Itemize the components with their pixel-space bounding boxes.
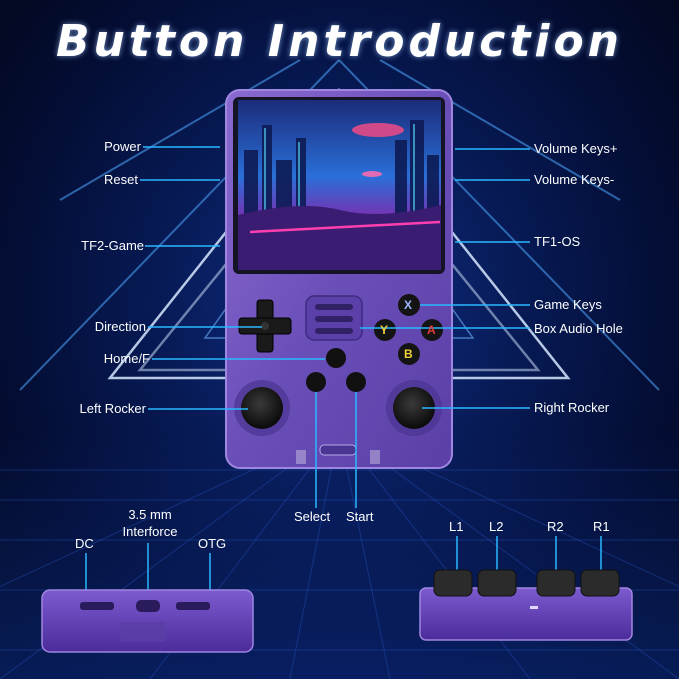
label-dc: DC (75, 536, 94, 551)
label-volume-down: Volume Keys- (534, 172, 615, 187)
face-button-b: B (404, 347, 413, 361)
label-r1: R1 (593, 519, 610, 534)
face-button-a: A (427, 323, 436, 337)
label-box-audio-hole: Box Audio Hole (534, 321, 623, 336)
label-reset: Reset (104, 172, 138, 187)
label-volume-up: Volume Keys+ (534, 141, 618, 156)
label-l2: L2 (489, 519, 504, 534)
label-tf2-game: TF2-Game (81, 238, 144, 253)
face-button-x: X (404, 298, 413, 312)
label-power: Power (104, 139, 141, 154)
label-start: Start (346, 509, 374, 524)
label-l1: L1 (449, 519, 464, 534)
label-r2: R2 (547, 519, 564, 534)
face-button-y: Y (380, 323, 389, 337)
page-title: Button Introduction (55, 16, 624, 67)
label-game-keys: Game Keys (534, 297, 602, 312)
label-tf1-os: TF1-OS (534, 234, 581, 249)
label-right-rocker: Right Rocker (534, 400, 610, 415)
label-direction: Direction (94, 319, 146, 334)
label-home: Home/F (103, 351, 150, 366)
label-otg: OTG (198, 536, 227, 551)
label-3-5mm-interforce: 3.5 mm Interforce (122, 507, 178, 539)
label-left-rocker: Left Rocker (79, 401, 146, 416)
label-select: Select (294, 509, 331, 524)
